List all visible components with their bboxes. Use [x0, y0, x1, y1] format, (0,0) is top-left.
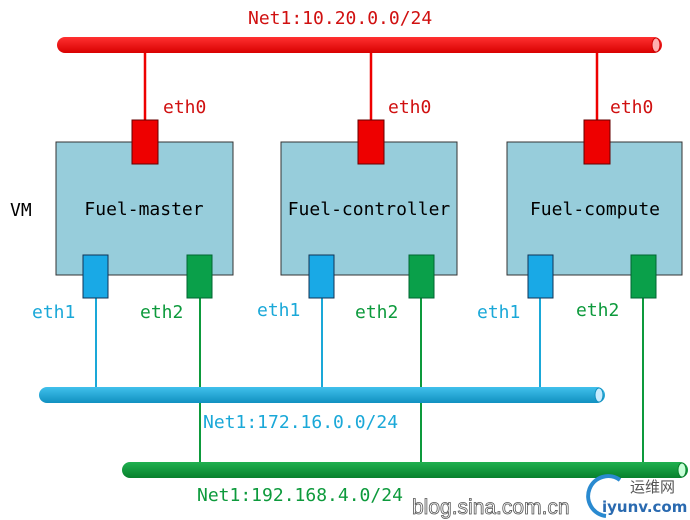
- eth0-port: [357, 119, 385, 165]
- eth2-port: [186, 254, 213, 299]
- eth1-port: [82, 254, 109, 299]
- green-net-label: Net1:192.168.4.0/24: [197, 485, 403, 506]
- eth0-port: [131, 119, 159, 165]
- eth1-port: [308, 254, 335, 299]
- red-net-label: Net1:10.20.0.0/24: [248, 8, 432, 29]
- vm-label: VM: [10, 200, 32, 221]
- eth1-label: eth1: [477, 302, 520, 323]
- watermark-logo-en: iyunv.com: [602, 498, 687, 516]
- watermark: 运维网 iyunv.com blog.sina.com.cn: [412, 474, 687, 519]
- eth2-label: eth2: [355, 302, 398, 323]
- node-name: Fuel-controller: [288, 199, 451, 220]
- eth2-label: eth2: [140, 302, 183, 323]
- green-network-bus: [122, 462, 688, 478]
- eth0-label: eth0: [610, 97, 653, 118]
- blue-net-label: Net1:172.16.0.0/24: [203, 412, 398, 433]
- red-network-bus: [57, 37, 662, 53]
- node-name: Fuel-master: [84, 199, 203, 220]
- eth0-label: eth0: [163, 97, 206, 118]
- eth0-port: [583, 119, 611, 165]
- watermark-text: blog.sina.com.cn: [412, 496, 570, 519]
- eth0-label: eth0: [388, 97, 431, 118]
- eth1-label: eth1: [257, 300, 300, 321]
- eth2-port: [408, 254, 435, 299]
- node-name: Fuel-compute: [530, 199, 660, 220]
- eth1-label: eth1: [32, 302, 75, 323]
- eth1-port: [527, 254, 554, 299]
- eth2-port: [630, 254, 657, 299]
- blue-network-bus: [39, 387, 605, 403]
- watermark-logo-cn: 运维网: [630, 478, 675, 496]
- eth2-label: eth2: [576, 300, 619, 321]
